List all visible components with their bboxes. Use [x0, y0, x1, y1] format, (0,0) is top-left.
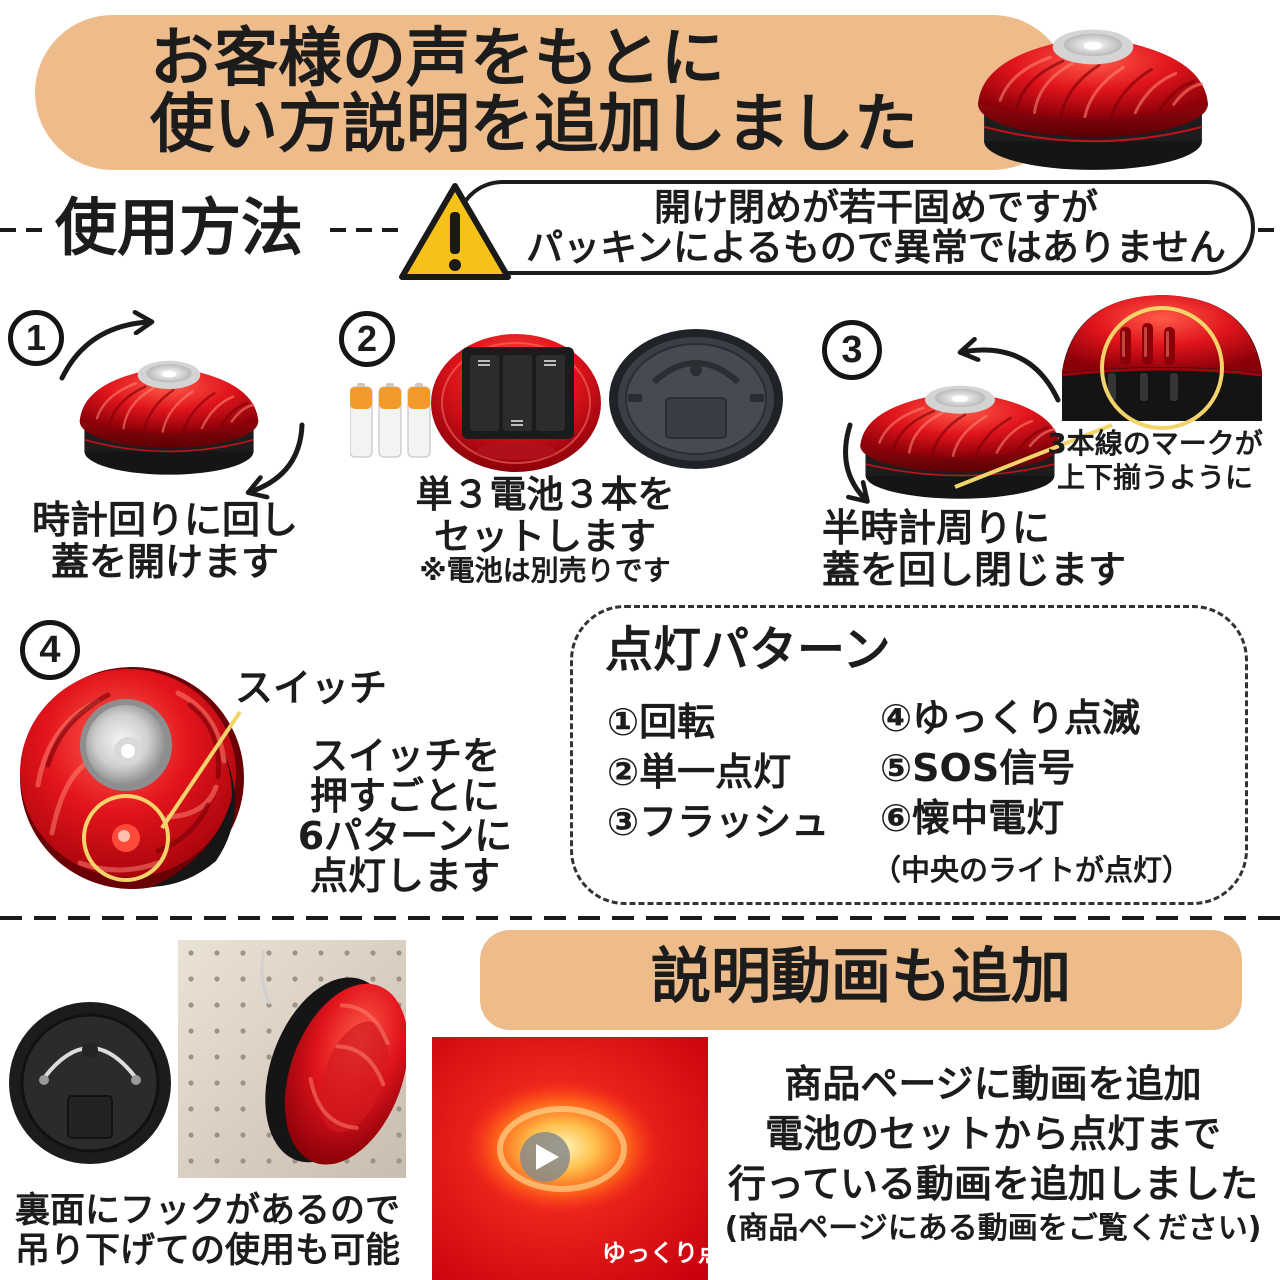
switch-label: スイッチ	[235, 666, 388, 710]
play-icon	[520, 1132, 570, 1182]
lighting-pattern-title: 点灯パターン	[605, 622, 891, 678]
warning-icon	[399, 183, 511, 280]
product-photo-banner	[976, 27, 1210, 172]
section-divider	[1258, 228, 1280, 232]
product-photo-open	[78, 359, 260, 476]
pattern-item: ①回転	[607, 700, 716, 744]
banner-title-line2: 使い方説明を追加しました	[150, 88, 918, 162]
pattern-item: ⑤SOS信号	[880, 746, 1076, 790]
pattern-item: ⑥懐中電灯	[880, 796, 1065, 840]
product-closeup-photo	[1062, 295, 1262, 421]
pattern-item: ③フラッシュ	[607, 800, 830, 844]
section-heading-usage: 使用方法	[55, 191, 304, 264]
header-banner	[35, 15, 1070, 170]
hook-text-line2: 吊り下げての使用も可能	[15, 1231, 401, 1271]
battery-case-photo	[431, 334, 601, 472]
video-text-line1: 商品ページに動画を追加	[784, 1062, 1202, 1106]
section-divider	[0, 916, 1280, 920]
video-thumbnail: ゆっくり点	[432, 1037, 708, 1280]
lid-photo	[609, 329, 783, 469]
section-divider	[330, 228, 398, 232]
step2-text-line2: セットします	[434, 515, 656, 558]
video-note: (商品ページにある動画をご覧ください)	[724, 1211, 1262, 1246]
pattern-note: （中央のライトが点灯）	[872, 853, 1192, 887]
notice-line1: 開け閉めが若干固めですが	[654, 186, 1098, 229]
step3-callout-line2: 上下揃うように	[1056, 461, 1253, 494]
section-divider	[0, 228, 44, 232]
lighting-pattern-box	[570, 605, 1248, 905]
video-text-line2: 電池のセットから点灯まで	[764, 1112, 1221, 1156]
video-thumbnail-caption: ゆっくり点	[602, 1239, 708, 1267]
step2-text-line1: 単３電池３本を	[415, 473, 675, 516]
step2-note: ※電池は別売りです	[419, 554, 671, 587]
banner-title-line1: お客様の声をもとに	[150, 22, 725, 96]
step1-text-line2: 蓋を開けます	[50, 540, 279, 584]
step4-text-line1: スイッチを	[309, 734, 500, 778]
product-photo-close	[858, 384, 1062, 501]
video-banner	[480, 930, 1242, 1030]
step-number-4: 4	[20, 620, 80, 680]
step4-text-line2: 押すごとに	[309, 774, 500, 818]
notice-line2: パッキンによるもので異常ではありません	[526, 226, 1226, 269]
step3-callout-line1: 3本線のマークが	[1047, 427, 1263, 460]
step3-text-line1: 半時計周りに	[822, 506, 1051, 550]
hook-text-line1: 裏面にフックがあるので	[15, 1191, 401, 1231]
step4-text-line3: 6パターンに	[297, 814, 513, 858]
battery-photo	[350, 383, 431, 458]
notice-box	[455, 180, 1255, 275]
video-banner-title: 説明動画も追加	[651, 942, 1071, 1012]
product-photo-switch	[20, 667, 244, 889]
back-hook-photo	[9, 1002, 171, 1164]
step1-text-line1: 時計回りに回し	[31, 498, 298, 542]
wall-mounted-photo	[178, 940, 406, 1178]
pattern-item: ④ゆっくり点滅	[880, 696, 1141, 740]
step-number-2: 2	[339, 311, 395, 367]
step-number-1: 1	[8, 310, 64, 366]
step4-text-line4: 点灯します	[309, 854, 500, 898]
step-number-3: 3	[822, 320, 882, 380]
step3-text-line2: 蓋を回し閉じます	[822, 548, 1127, 592]
video-thumbnail-image	[432, 1037, 708, 1280]
video-text-line3: 行っている動画を追加しました	[727, 1162, 1259, 1206]
pattern-item: ②単一点灯	[607, 750, 792, 794]
